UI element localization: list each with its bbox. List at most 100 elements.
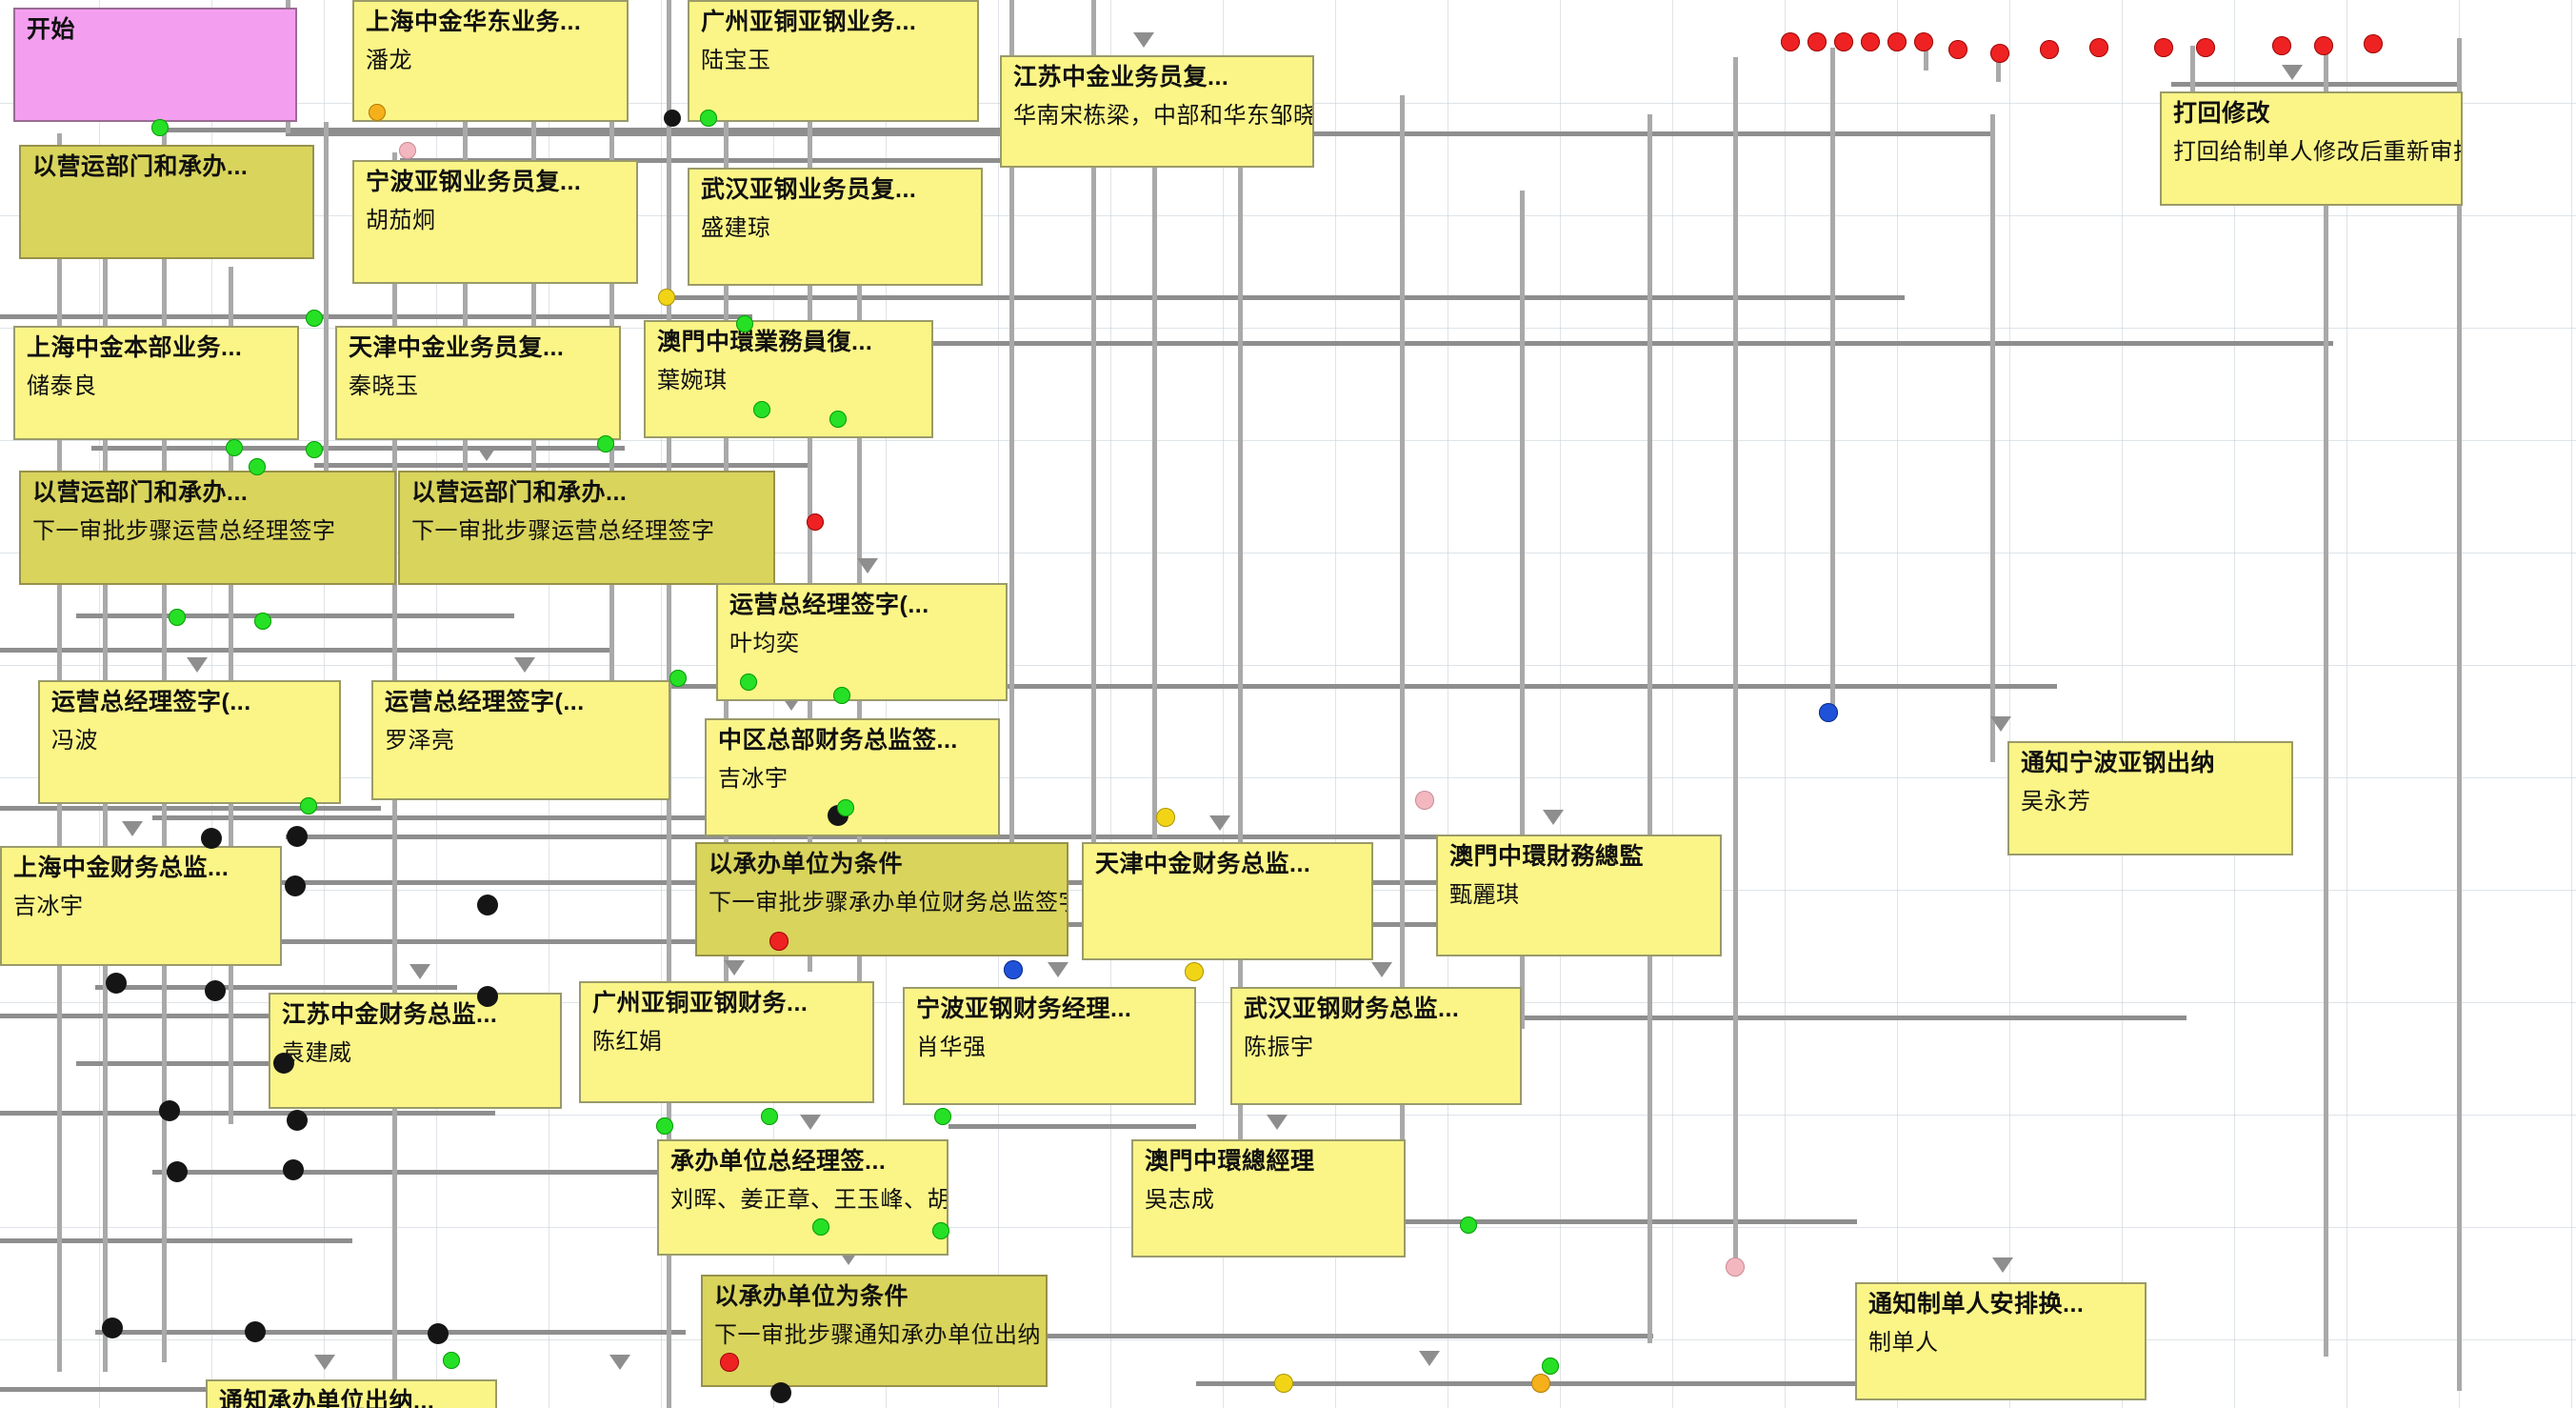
- black-status-dot[interactable]: [477, 986, 498, 1007]
- green-status-dot[interactable]: [761, 1108, 778, 1125]
- flow-node[interactable]: 以营运部门和承办...下一审批步骤运营总经理签字: [398, 471, 775, 585]
- flow-node[interactable]: 承办单位总经理签...刘晖、姜正章、王玉峰、胡伟强、核: [657, 1139, 949, 1256]
- orange-status-dot[interactable]: [369, 104, 386, 121]
- red-status-dot[interactable]: [1807, 32, 1827, 51]
- red-status-dot[interactable]: [2040, 40, 2059, 59]
- red-status-dot[interactable]: [1861, 32, 1880, 51]
- pink-status-dot[interactable]: [399, 142, 416, 159]
- red-status-dot[interactable]: [2314, 36, 2333, 55]
- red-status-dot[interactable]: [807, 513, 824, 531]
- blue-status-dot[interactable]: [1004, 960, 1023, 979]
- green-status-dot[interactable]: [1542, 1358, 1559, 1375]
- red-status-dot[interactable]: [2272, 36, 2291, 55]
- green-status-dot[interactable]: [254, 613, 271, 630]
- red-status-dot[interactable]: [2196, 38, 2215, 57]
- flow-node[interactable]: 天津中金业务员复...秦晓玉: [335, 326, 621, 440]
- red-status-dot[interactable]: [720, 1353, 739, 1372]
- flow-node[interactable]: 武汉亚钢业务员复...盛建琼: [688, 168, 983, 286]
- flow-node[interactable]: 开始: [13, 8, 297, 122]
- flow-node[interactable]: 通知承办单位出纳...: [206, 1379, 497, 1408]
- flow-node[interactable]: 以营运部门和承办...: [19, 145, 314, 259]
- black-status-dot[interactable]: [287, 1110, 308, 1131]
- yellow-status-dot[interactable]: [1156, 808, 1175, 827]
- black-status-dot[interactable]: [477, 895, 498, 915]
- green-status-dot[interactable]: [597, 435, 614, 453]
- red-status-dot[interactable]: [1914, 32, 1933, 51]
- red-status-dot[interactable]: [1834, 32, 1853, 51]
- flow-node[interactable]: 澳門中環業務員復...葉婉琪: [644, 320, 933, 438]
- yellow-status-dot[interactable]: [1274, 1374, 1293, 1393]
- black-status-dot[interactable]: [245, 1321, 266, 1342]
- green-status-dot[interactable]: [169, 609, 186, 626]
- red-status-dot[interactable]: [1781, 32, 1800, 51]
- green-status-dot[interactable]: [829, 411, 847, 428]
- black-status-dot[interactable]: [283, 1159, 304, 1180]
- yellow-status-dot[interactable]: [1185, 962, 1204, 981]
- green-status-dot[interactable]: [833, 687, 850, 704]
- flow-node[interactable]: 通知宁波亚钢出纳吴永芳: [2007, 741, 2293, 855]
- green-status-dot[interactable]: [443, 1352, 460, 1369]
- flow-node[interactable]: 通知制单人安排换...制单人: [1855, 1282, 2147, 1400]
- flow-node[interactable]: 澳門中環財務總監甄麗琪: [1436, 835, 1722, 956]
- flow-node[interactable]: 广州亚铜亚钢财务...陈红娟: [579, 981, 874, 1103]
- green-status-dot[interactable]: [837, 799, 854, 816]
- red-status-dot[interactable]: [1948, 40, 1967, 59]
- red-status-dot[interactable]: [769, 932, 789, 951]
- green-status-dot[interactable]: [300, 797, 317, 815]
- pink-status-dot[interactable]: [1415, 791, 1434, 810]
- green-status-dot[interactable]: [812, 1218, 829, 1236]
- flow-node[interactable]: 广州亚铜亚钢业务...陆宝玉: [688, 0, 979, 122]
- flow-node[interactable]: 天津中金财务总监...: [1082, 842, 1373, 960]
- green-status-dot[interactable]: [669, 670, 687, 687]
- black-status-dot[interactable]: [167, 1161, 188, 1182]
- flow-node[interactable]: 宁波亚钢业务员复...胡茄炯: [352, 160, 638, 284]
- red-status-dot[interactable]: [1887, 32, 1907, 51]
- red-status-dot[interactable]: [2154, 38, 2173, 57]
- flow-node[interactable]: 以承办单位为条件下一审批步骤通知承办单位出纳: [701, 1275, 1048, 1387]
- green-status-dot[interactable]: [934, 1108, 951, 1125]
- black-status-dot[interactable]: [285, 875, 306, 896]
- flow-node[interactable]: 运营总经理签字(...叶均奕: [716, 583, 1008, 701]
- black-status-dot[interactable]: [106, 973, 127, 994]
- green-status-dot[interactable]: [932, 1222, 949, 1239]
- black-status-dot[interactable]: [273, 1053, 294, 1074]
- green-status-dot[interactable]: [249, 458, 266, 475]
- flow-node[interactable]: 运营总经理签字(...罗泽亮: [371, 680, 670, 800]
- red-status-dot[interactable]: [2089, 38, 2108, 57]
- flow-node[interactable]: 中区总部财务总监签...吉冰宇: [705, 718, 1000, 836]
- green-status-dot[interactable]: [656, 1117, 673, 1135]
- green-status-dot[interactable]: [700, 110, 717, 127]
- green-status-dot[interactable]: [151, 119, 169, 136]
- flow-node[interactable]: 江苏中金财务总监...袁建威: [269, 993, 562, 1109]
- green-status-dot[interactable]: [306, 310, 323, 327]
- black-status-dot[interactable]: [287, 826, 308, 847]
- flow-node[interactable]: 上海中金本部业务...储泰良: [13, 326, 299, 440]
- flow-node[interactable]: 澳門中環總經理吳志成: [1131, 1139, 1406, 1257]
- green-status-dot[interactable]: [306, 441, 323, 458]
- flow-node[interactable]: 江苏中金业务员复...华南宋栋梁，中部和华东邹晓萍: [1000, 55, 1314, 168]
- black-status-dot[interactable]: [201, 828, 222, 849]
- green-status-dot[interactable]: [226, 439, 243, 456]
- green-status-dot[interactable]: [736, 315, 753, 332]
- flow-node[interactable]: 运营总经理签字(...冯波: [38, 680, 341, 804]
- green-status-dot[interactable]: [740, 674, 757, 691]
- red-status-dot[interactable]: [1990, 44, 2009, 63]
- flow-node[interactable]: 上海中金财务总监...吉冰宇: [0, 846, 282, 966]
- blue-status-dot[interactable]: [1819, 703, 1838, 722]
- green-status-dot[interactable]: [1460, 1217, 1477, 1234]
- black-status-dot[interactable]: [102, 1317, 123, 1338]
- flow-node[interactable]: 上海中金华东业务...潘龙: [352, 0, 629, 122]
- black-status-dot[interactable]: [205, 980, 226, 1001]
- black-status-dot[interactable]: [159, 1100, 180, 1121]
- yellow-status-dot[interactable]: [658, 289, 675, 306]
- flow-node[interactable]: 武汉亚钢财务总监...陈振宇: [1230, 987, 1522, 1105]
- black-status-dot[interactable]: [428, 1323, 449, 1344]
- red-status-dot[interactable]: [2364, 34, 2383, 53]
- black-status-dot[interactable]: [770, 1382, 791, 1403]
- pink-status-dot[interactable]: [1726, 1257, 1745, 1277]
- flow-node[interactable]: 宁波亚钢财务经理...肖华强: [903, 987, 1196, 1105]
- orange-status-dot[interactable]: [1531, 1374, 1550, 1393]
- flow-node[interactable]: 以营运部门和承办...下一审批步骤运营总经理签字: [19, 471, 396, 585]
- black-status-dot[interactable]: [664, 110, 681, 127]
